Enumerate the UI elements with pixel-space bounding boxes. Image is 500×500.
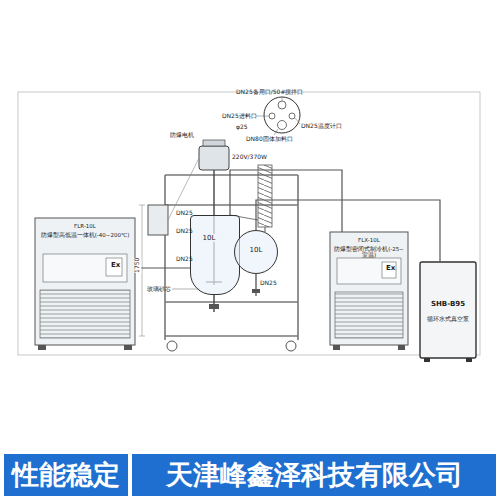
- model-name: 10L: [201, 234, 217, 242]
- port-label: DN25: [176, 210, 193, 217]
- port-label: DN25: [176, 228, 193, 235]
- slogan-band: 性能稳定: [4, 454, 128, 496]
- model-name: SHB-B95: [420, 300, 476, 308]
- hose-line: [230, 170, 342, 232]
- motor-label: 防爆电机: [170, 132, 194, 139]
- port-label: φ25: [236, 124, 248, 131]
- model-name: FLX-10L: [330, 237, 408, 244]
- port-label: DN25备用口/50#搅拌口: [236, 89, 303, 96]
- port-label: DN25: [176, 256, 193, 263]
- description: 循环水式真空泵: [420, 316, 476, 323]
- vacuum-pump: SHB-B95 循环水式真空泵: [420, 262, 476, 358]
- part-label: 玻璃砂芯: [147, 286, 171, 293]
- description: 防爆型密闭式制冷机(-25~室温): [330, 246, 408, 259]
- refrigerator-unit: FLX-10L 防爆型密闭式制冷机(-25~室温): [330, 232, 408, 345]
- model-name: 天津峰鑫泽科技有限公司: [166, 457, 463, 493]
- model-name: 性能稳定: [12, 457, 120, 493]
- hose-line: [135, 267, 190, 268]
- model-name: 10L: [235, 246, 277, 254]
- port-label: DN80固体加料口: [246, 136, 293, 143]
- port-label: DN25: [260, 280, 277, 287]
- chiller-heater-unit: FLR-10L 防爆型高低温一体机(-40~200℃): [35, 218, 135, 345]
- description: 防爆型高低温一体机(-40~200℃): [35, 232, 135, 239]
- port-label: DN25温度计口: [301, 123, 342, 130]
- receiver-flask: 10L: [234, 230, 278, 274]
- ex-mark: Ex: [386, 265, 395, 273]
- dimension: 1750: [134, 258, 141, 273]
- reactor-vessel: 10L: [190, 215, 240, 295]
- hose-line: [256, 200, 440, 262]
- ex-mark: Ex: [111, 262, 120, 270]
- company-band: 天津峰鑫泽科技有限公司: [132, 454, 496, 496]
- model-name: FLR-10L: [35, 223, 135, 230]
- power-label: 220V/370W: [232, 154, 267, 161]
- port-label: DN25进料口: [222, 113, 257, 120]
